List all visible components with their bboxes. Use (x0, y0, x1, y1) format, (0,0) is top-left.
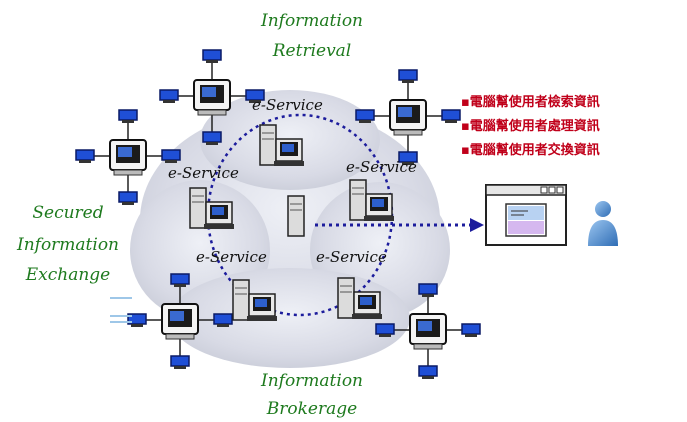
svg-text:Information: Information (16, 235, 119, 255)
svg-text:Exchange: Exchange (25, 265, 111, 285)
service-label: e-Service (168, 164, 239, 182)
server-icon (287, 195, 305, 237)
service-label: e-Service (346, 158, 417, 176)
service-label: e-Service (316, 248, 387, 266)
user-icon (588, 201, 618, 246)
edge-marks (110, 297, 132, 323)
service-label: e-Service (196, 248, 267, 266)
feature-item: ▪電腦幫使用者檢索資訊 (461, 94, 600, 110)
svg-text:Information: Information (260, 371, 363, 391)
secured-exchange-label: Secured Information Exchange (16, 203, 119, 285)
application-window-icon (485, 184, 567, 246)
connection-arrow (315, 218, 484, 232)
svg-text:Information: Information (260, 11, 363, 31)
service-label: e-Service (252, 96, 323, 114)
feature-item: ▪電腦幫使用者處理資訊 (461, 118, 600, 134)
svg-text:Brokerage: Brokerage (266, 399, 357, 419)
svg-text:Retrieval: Retrieval (272, 41, 352, 61)
svg-text:Secured: Secured (32, 203, 103, 223)
feature-item: ▪電腦幫使用者交換資訊 (461, 142, 600, 158)
information-retrieval-label: Information Retrieval (260, 11, 363, 61)
feature-list: ▪電腦幫使用者檢索資訊 ▪電腦幫使用者處理資訊 ▪電腦幫使用者交換資訊 (461, 94, 600, 158)
information-brokerage-label: Information Brokerage (260, 371, 363, 419)
